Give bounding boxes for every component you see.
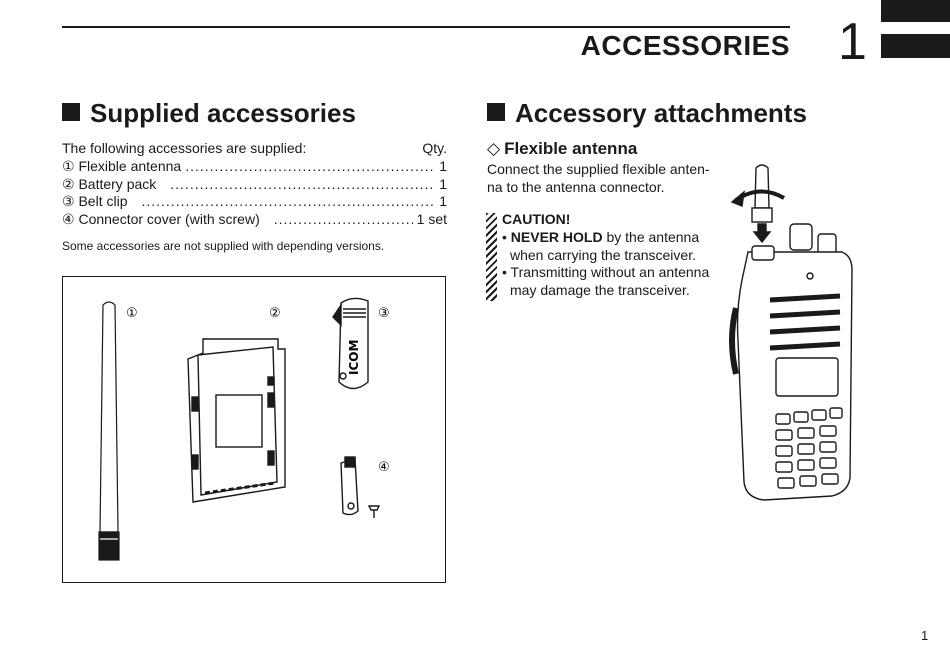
leader-dots: ........................................… xyxy=(185,158,436,174)
battery-pack-illustration xyxy=(187,338,286,503)
flexible-antenna-illustration xyxy=(98,301,120,561)
qty-header: Qty. xyxy=(422,140,447,156)
square-bullet-icon xyxy=(487,103,505,121)
figure-label-2: ② xyxy=(269,306,281,321)
belt-clip-brand: ICOM xyxy=(347,340,361,375)
caution-title: CAUTION! xyxy=(502,211,571,227)
intro-row: The following accessories are supplied: … xyxy=(62,140,447,156)
leader-dots: ........................................… xyxy=(170,175,436,192)
leader-dots: ........................................… xyxy=(141,193,435,209)
page-number: 1 xyxy=(921,628,929,643)
rotate-arrow-icon xyxy=(730,190,745,207)
caution-list: • NEVER HOLD by the antenna when carryin… xyxy=(502,229,714,299)
display-illustration xyxy=(775,357,839,397)
leader-dots: ........................................… xyxy=(273,210,413,227)
figure-label-1: ① xyxy=(126,306,138,321)
intro-text: The following accessories are supplied: xyxy=(62,140,307,156)
belt-clip-illustration xyxy=(332,297,369,390)
figure-label-3: ③ xyxy=(378,306,390,321)
keypad-illustration xyxy=(775,407,843,489)
figure-label-4: ④ xyxy=(378,460,390,475)
antenna-tip-illustration xyxy=(754,164,770,209)
flexible-antenna-subheading: ◇Flexible antenna xyxy=(487,139,638,158)
list-item: ① Flexible antenna .....................… xyxy=(62,158,447,174)
chapter-tab-bar-top xyxy=(881,0,950,22)
list-item: ③ Belt clip ............................… xyxy=(62,193,447,209)
square-bullet-icon xyxy=(62,103,80,121)
transceiver-illustration xyxy=(729,164,853,501)
accessories-figure: ① ② ICOM ③ xyxy=(62,276,446,583)
chapter-tab-bar-bottom xyxy=(881,34,950,58)
list-item: ④ Connector cover (with screw) .........… xyxy=(62,210,447,227)
chapter-number: 1 xyxy=(838,13,867,71)
caution-item: • Transmitting without an antenna xyxy=(502,264,710,280)
accessories-illustration: ① ② ICOM ③ xyxy=(98,297,390,561)
chapter-title: ACCESSORIES xyxy=(580,30,790,61)
diamond-icon: ◇ xyxy=(487,139,501,158)
caution-stripe-icon xyxy=(486,213,497,301)
supplied-accessories-heading: Supplied accessories xyxy=(62,98,356,129)
accessory-list: ① Flexible antenna .....................… xyxy=(62,158,447,228)
accessory-attachments-heading: Accessory attachments xyxy=(487,98,807,129)
connector-cover-illustration xyxy=(340,456,381,518)
antenna-instructions: Connect the supplied flexible anten- na … xyxy=(487,161,710,195)
list-item: ② Battery pack .........................… xyxy=(62,175,447,192)
down-arrow-icon xyxy=(752,223,772,244)
header-rule xyxy=(62,26,790,28)
versions-note: Some accessories are not supplied with d… xyxy=(62,239,385,253)
caution-item: • NEVER HOLD by the antenna xyxy=(502,229,700,245)
